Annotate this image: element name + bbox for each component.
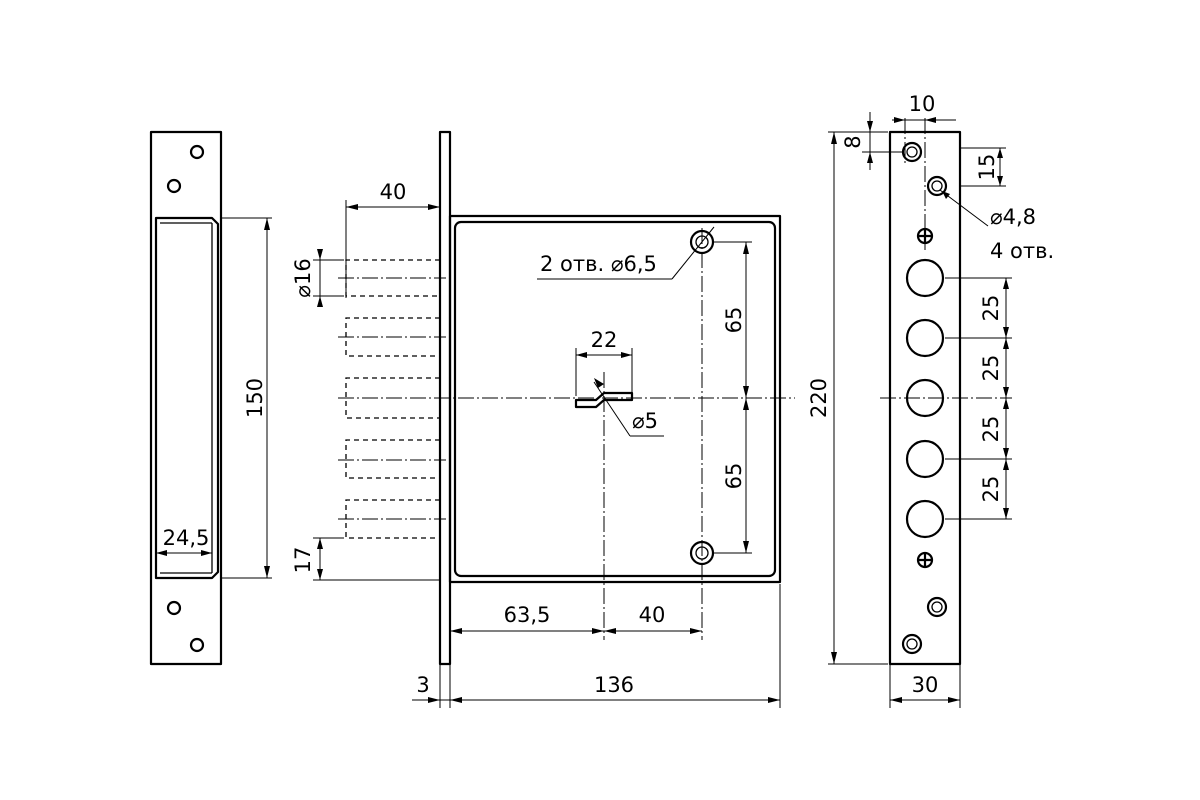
bolt-opening xyxy=(905,499,945,539)
dim-bolt-offset: 17 xyxy=(291,547,315,574)
dim-screw-offset-y: 8 xyxy=(841,135,865,148)
dim-screw-offset-x: 10 xyxy=(909,92,936,116)
dim-key-width: 22 xyxy=(591,328,618,352)
screw-hole xyxy=(901,633,923,655)
dim-bolt-pitch: 25 xyxy=(979,476,1003,503)
strike-screw-hole xyxy=(166,600,182,616)
faceplate-front-view: 220 8 10 15 ⌀4,8 4 отв. xyxy=(807,92,1054,708)
lock-case-inner xyxy=(453,220,777,578)
dim-key-hole: ⌀5 xyxy=(632,409,658,433)
screw-hole xyxy=(901,141,923,163)
dim-faceplate-thickness: 3 xyxy=(416,673,429,697)
dim-strike-height: 150 xyxy=(243,378,267,418)
strike-screw-hole xyxy=(166,178,182,194)
dim-screw-pitch: 15 xyxy=(975,154,999,181)
dim-screw-count: 4 отв. xyxy=(990,239,1054,263)
bolt-opening xyxy=(905,258,945,298)
bolt-opening xyxy=(905,439,945,479)
lock-body-view: 40 ⌀16 17 22 ⌀5 2 отв. ⌀6,5 xyxy=(291,130,795,708)
strike-plate-outline xyxy=(149,130,223,666)
strike-plate-view: 150 24,5 xyxy=(149,130,272,666)
dim-faceplate-length: 220 xyxy=(807,378,831,418)
dim-bolt-pitch: 25 xyxy=(979,295,1003,322)
strike-plate-slot xyxy=(154,216,220,580)
screw-hole xyxy=(926,175,948,197)
dim-key-to-holes: 40 xyxy=(639,603,666,627)
dim-bolt-diameter: ⌀16 xyxy=(291,258,315,297)
dim-hole-spacing-bottom: 65 xyxy=(722,463,746,490)
dim-case-width: 136 xyxy=(594,673,634,697)
hidden-bolts xyxy=(338,259,446,539)
dim-bolt-throw: 40 xyxy=(380,180,407,204)
dim-faceplate-width: 30 xyxy=(912,673,939,697)
dim-strike-width: 24,5 xyxy=(163,526,210,550)
screw-hole xyxy=(926,596,948,618)
keyhole-shape xyxy=(574,391,634,409)
dim-backset: 63,5 xyxy=(504,603,551,627)
strike-screw-hole xyxy=(189,144,205,160)
dim-screw-diameter: ⌀4,8 xyxy=(990,205,1036,229)
dim-bolt-pitch: 25 xyxy=(979,416,1003,443)
dim-hole-spacing-top: 65 xyxy=(722,307,746,334)
bolt-opening xyxy=(905,318,945,358)
dim-mount-holes: 2 отв. ⌀6,5 xyxy=(540,252,657,276)
strike-screw-hole xyxy=(189,637,205,653)
dim-bolt-pitch: 25 xyxy=(979,355,1003,382)
lock-case-outline xyxy=(448,214,782,584)
